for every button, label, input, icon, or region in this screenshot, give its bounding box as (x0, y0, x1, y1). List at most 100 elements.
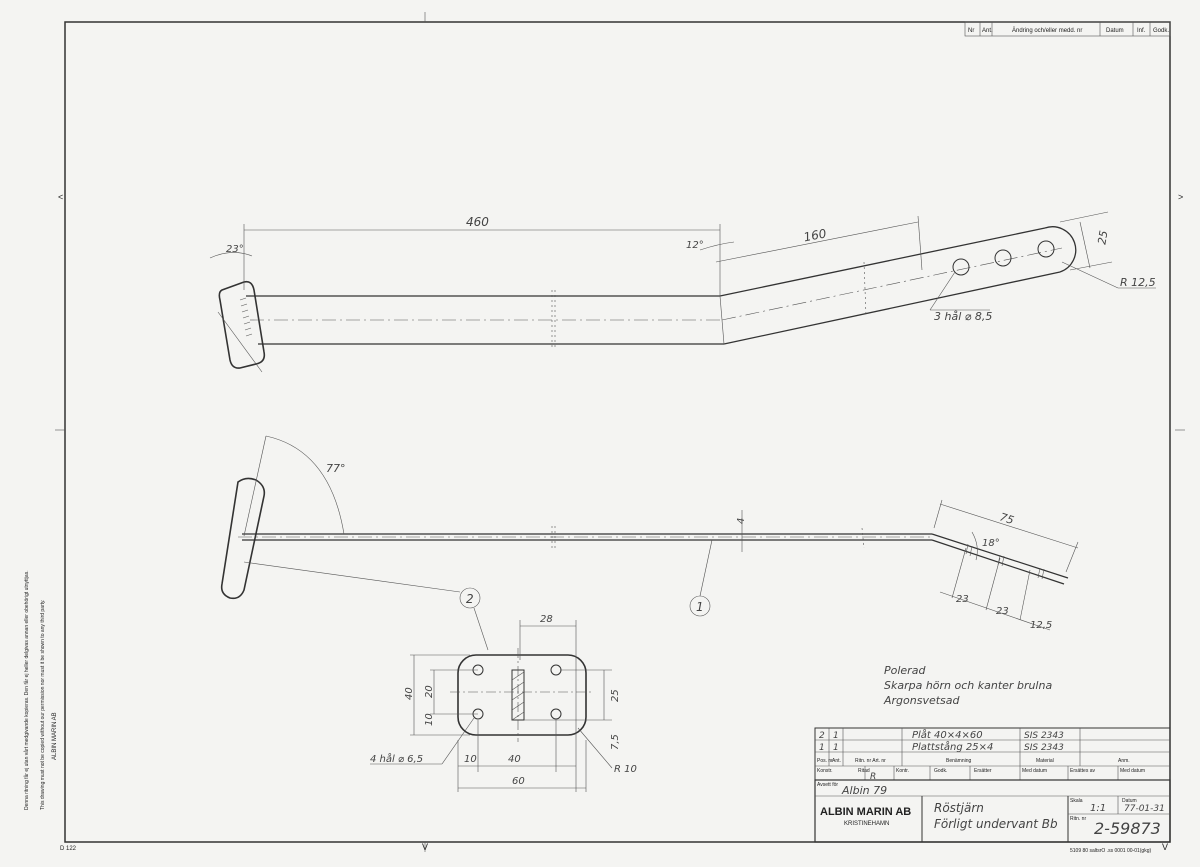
tb-ersattes-av: Ersättes av (1070, 768, 1096, 774)
top-hole-1 (952, 258, 970, 276)
rev-header-ant: Ant. (982, 28, 993, 34)
drawing-frame (64, 21, 1171, 843)
tb-ersatter: Ersätter (974, 768, 992, 774)
balloon-2: 2 (466, 592, 474, 606)
dim-holes-6-5: 4 hål ⌀ 6,5 (370, 752, 423, 765)
dim-25-plate: 25 (610, 689, 621, 702)
tb-avsett-for: Albin 79 (841, 784, 887, 797)
dim-r125-leader (1061, 261, 1119, 289)
dim-77-arc (265, 435, 345, 535)
part-row-2-name: Plattstång 25×4 (912, 740, 993, 753)
tb-godk: Godk. (934, 768, 947, 774)
rev-header-datum: Datum (1106, 28, 1124, 34)
title-block: Avsett för Albin 79 ALBIN MARIN AB KRIST… (814, 779, 1171, 854)
balloon-1-leader (699, 539, 713, 597)
rev-header-godk: Godk. (1153, 28, 1169, 34)
dim-12-arc (699, 241, 735, 251)
plate-hole-4 (550, 708, 562, 720)
balloon-2-leader (243, 561, 461, 593)
dim-holes-6-5-leader (441, 717, 475, 765)
side-view: 77° 4 75 18° 23 23 12,5 1 2 (220, 435, 1079, 651)
plate-bar-section (511, 669, 525, 721)
dim-r10: R 10 (614, 764, 637, 775)
dim-holes-leader (929, 271, 956, 311)
balloon-2-circle (459, 587, 481, 609)
part-row-2-ant: 1 (833, 743, 839, 753)
top-hole-3 (1037, 240, 1055, 258)
frame-marker: V (1162, 842, 1168, 852)
dim-angle-23: 23° (226, 244, 244, 255)
part-row-2-pos: 1 (819, 743, 825, 753)
top-bend-line (719, 295, 725, 345)
dim-25-line (1079, 221, 1091, 269)
dim-75-line (939, 503, 1079, 549)
dim-75: 75 (998, 510, 1015, 527)
parts-header-benamning: Benämning (946, 758, 972, 764)
tb-footer-code: 5109 80 saltsrO .ss 0001 00-01(gkg) (1070, 848, 1151, 854)
tb-datum: 77-01-31 (1124, 804, 1165, 814)
margin-notice-swedish: Denna ritning får ej utan vårt medgivand… (23, 570, 30, 810)
dim-160-line (715, 221, 919, 263)
plate-view: 28 40 20 10 25 7,5 10 40 60 4 hål ⌀ 6,5 … (370, 614, 637, 792)
dim-10-horizontal: 10 (464, 754, 477, 765)
company-city: KRISTINEHAMN (844, 821, 889, 827)
margin-notice-english: This drawing must not be copied without … (40, 599, 46, 810)
part-row-1-ant: 1 (833, 731, 839, 741)
dim-160: 160 (802, 226, 828, 244)
dim-20: 20 (424, 685, 435, 698)
dim-23-arc (209, 252, 253, 259)
top-bent-edge-lower (723, 271, 1061, 345)
tb-ritn-label: Ritn. nr (1070, 816, 1086, 822)
top-bent-end-radius (1044, 226, 1077, 273)
rev-header-change: Ändring och/eller medd. nr (1012, 27, 1082, 34)
tb-med-datum: Med datum (1022, 768, 1047, 774)
frame-marker: > (1178, 192, 1183, 202)
dim-77-ext (243, 435, 267, 537)
balloon-2-to-plate (473, 607, 489, 651)
dim-23-a: 23 (956, 594, 969, 605)
tb-skala: 1:1 (1090, 803, 1106, 814)
parts-header-pos: Pos. nr (817, 758, 833, 764)
title-line-2: Förligt undervant Bb (934, 817, 1058, 831)
dim-18-arc (971, 531, 978, 561)
dim-thickness-4: 4 (736, 518, 747, 524)
tb-konstr: Konstr. (817, 768, 833, 774)
note-1: Polerad (884, 664, 926, 677)
part-row-2-material: SIS 2343 (1024, 743, 1064, 753)
parts-header-ant: Ant. (832, 758, 841, 764)
rev-header-inf: Inf. (1137, 28, 1146, 34)
tb-skala-label: Skala (1070, 798, 1083, 804)
dim-460: 460 (466, 215, 489, 229)
company-logo: ALBIN MARIN AB (820, 806, 911, 818)
top-end-plate (218, 280, 266, 369)
dim-12-5: 12,5 (1030, 620, 1052, 631)
tb-ritad-sign: R (870, 772, 876, 782)
dim-28: 28 (540, 614, 553, 625)
tb-avsett-for-label: Avsett för (817, 782, 838, 788)
dim-angle-18: 18° (982, 538, 1000, 549)
dim-angle-77: 77° (326, 462, 346, 475)
part-row-1-material: SIS 2343 (1024, 731, 1064, 741)
note-2: Skarpa hörn och kanter brulna (884, 679, 1052, 692)
margin-company: ALBIN MARIN AB (52, 712, 58, 760)
left-margin: D 122 Denna ritning får ej utan vårt med… (23, 570, 77, 852)
part-row-1-name: Plåt 40×4×60 (912, 728, 983, 741)
rev-header-nr: Nr (968, 28, 974, 34)
notes: Polerad Skarpa hörn och kanter brulna Ar… (883, 664, 1052, 707)
dim-25: 25 (1095, 229, 1110, 245)
drawing-number: 2-59873 (1094, 819, 1161, 838)
parts-header-ritn: Ritn. nr Art. nr (855, 758, 886, 764)
dim-10-vertical: 10 (424, 713, 435, 726)
dim-23-b: 23 (996, 606, 1009, 617)
plate-outline (457, 654, 587, 736)
top-hole-2 (994, 249, 1012, 267)
balloon-1: 1 (696, 600, 704, 614)
top-bent-centerline (721, 247, 1063, 321)
revision-table: Nr Ant. Ändring och/eller medd. nr Datum… (964, 21, 1171, 37)
sheet-code: D 122 (60, 846, 77, 852)
dim-23-chain-line (939, 591, 1051, 631)
top-bent-edge-upper (719, 227, 1046, 297)
tb-datum-label: Datum (1122, 798, 1137, 804)
dim-40-horizontal: 40 (508, 754, 521, 765)
